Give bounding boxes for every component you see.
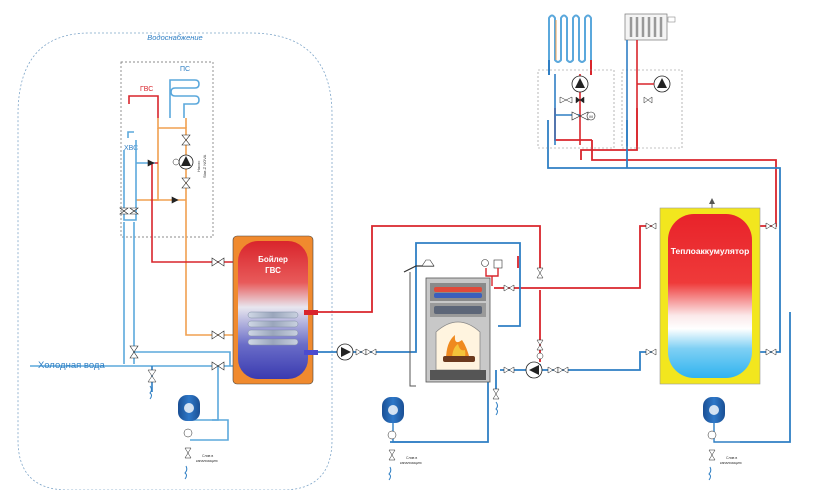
- label-hot-water: ГВС: [140, 86, 153, 93]
- cold-water-drain: [147, 369, 157, 400]
- expansion-tank-dhw: Слив в канализацию: [178, 395, 218, 480]
- towel-rail-icon: [169, 79, 200, 118]
- radiator-icon: [624, 13, 676, 41]
- dhw-piping: [30, 118, 240, 441]
- fire-icon: [443, 335, 475, 362]
- label-circulation: ХВС: [124, 145, 138, 152]
- heat-accumulator[interactable]: Теплоаккумулятор: [659, 198, 761, 385]
- dhw-valves: [119, 134, 225, 371]
- drain-label-2a: Слив в: [406, 456, 417, 460]
- radiator-module: [621, 13, 683, 149]
- pump-name-2: Star-Z NOVA: [202, 154, 207, 178]
- stove-pump[interactable]: [525, 361, 543, 379]
- three-way-valve-icon[interactable]: M: [571, 111, 596, 121]
- main-valves: [355, 222, 777, 400]
- drain-label-1a: Слив в: [202, 454, 213, 458]
- drain-label-3b: канализацию: [720, 461, 742, 465]
- solid-fuel-stove[interactable]: [403, 259, 503, 387]
- dhw-boiler[interactable]: Бойлер ГВС: [232, 235, 318, 385]
- underfloor-module: M: [537, 69, 615, 149]
- svg-text:M: M: [589, 114, 592, 119]
- zone-title-water-supply: Водоснабжение: [147, 33, 202, 42]
- boiler-pump[interactable]: [336, 343, 354, 361]
- drain-label-3a: Слив в: [726, 456, 737, 460]
- label-towel-rail: ПС: [180, 66, 190, 73]
- underfloor-loops: [548, 14, 592, 75]
- accumulator-title: Теплоаккумулятор: [671, 246, 750, 256]
- drain-label-1b: канализацию: [196, 459, 218, 463]
- boiler-title-1: Бойлер: [258, 255, 288, 264]
- expansion-tank-accumulator: Слив в канализацию: [703, 397, 742, 481]
- boiler-title-2: ГВС: [265, 266, 281, 275]
- label-cold-water: Холодная вода: [38, 360, 105, 371]
- hot-tap-icon: [128, 95, 159, 118]
- drain-label-2b: канализацию: [400, 461, 422, 465]
- pump-name-1: Насос: [196, 161, 201, 172]
- boiler-coil: [247, 311, 299, 346]
- circulation-pump[interactable]: [172, 154, 194, 170]
- dhw-header: ГВС ПС ХВС Насос Star-Z NOVA: [124, 66, 207, 178]
- water-supply-zone: Водоснабжение: [17, 32, 333, 490]
- expansion-tank-stove: Слив в канализацию: [382, 397, 422, 481]
